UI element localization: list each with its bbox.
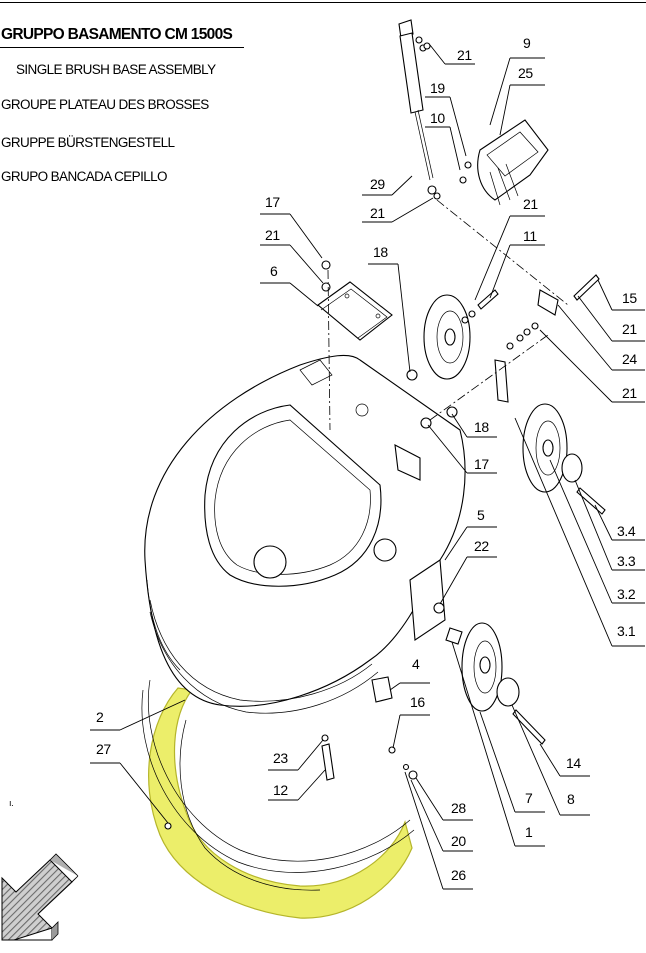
callout-label: 9	[523, 35, 531, 51]
callout-label: 4	[412, 656, 420, 672]
page-title: GRUPPO BASAMENTO CM 1500S	[1, 26, 233, 43]
callout-label: 17	[474, 456, 489, 472]
subtitle-english: SINGLE BRUSH BASE ASSEMBLY	[16, 62, 216, 77]
callout-label: 1	[525, 824, 533, 840]
callout-label: 2	[96, 709, 104, 725]
callout-label: 6	[270, 263, 278, 279]
callout-label: 8	[567, 791, 575, 807]
callout-label: 21	[265, 227, 280, 243]
plate	[317, 281, 393, 341]
callout-labels: 21 9 25 19 10 29 21 17 21 6 21 11 18 15 …	[96, 35, 638, 883]
margin-mark: ı.	[9, 798, 13, 808]
callout-label: 10	[430, 110, 445, 126]
callout-label: 5	[477, 507, 485, 523]
upper-wheel	[423, 289, 559, 380]
callout-label: 22	[474, 538, 489, 554]
callout-label: 18	[373, 244, 388, 260]
callout-label: 15	[622, 290, 637, 306]
callout-label: 3.2	[617, 586, 636, 602]
bolt-12	[321, 743, 335, 781]
callout-label: 19	[430, 80, 445, 96]
top-bracket	[464, 119, 549, 206]
mid-wheel	[494, 359, 606, 515]
subtitle-spanish: GRUPO BANCADA CEPILLO	[1, 169, 168, 184]
callout-label: 12	[273, 782, 288, 798]
callout-label: 17	[265, 194, 280, 210]
callout-label: 24	[622, 351, 637, 367]
callout-label: 7	[525, 790, 533, 806]
bumper-highlight	[148, 687, 413, 919]
base-chassis	[144, 354, 466, 714]
callout-label: 21	[370, 205, 385, 221]
direction-arrow-icon	[1, 853, 79, 941]
callout-label: 29	[370, 176, 385, 192]
skirt-ring	[148, 679, 411, 862]
title-underline	[0, 47, 244, 48]
callout-label: 11	[523, 228, 537, 244]
callout-label: 3.3	[617, 553, 636, 569]
callout-label: 25	[518, 65, 533, 81]
callout-label: 21	[622, 321, 637, 337]
lower-wheel	[445, 622, 546, 745]
callout-label: 14	[566, 755, 581, 771]
subtitle-german: GRUPPE BÜRSTENGESTELL	[1, 135, 175, 150]
callout-label: 3.1	[617, 623, 636, 639]
callout-label: 27	[96, 741, 111, 757]
bumper-edge	[179, 719, 321, 891]
callout-label: 16	[410, 694, 425, 710]
callout-label: 21	[523, 196, 538, 212]
callout-label: 21	[622, 385, 637, 401]
callout-label: 26	[451, 867, 466, 883]
callout-label: 18	[474, 419, 489, 435]
block-4	[371, 676, 393, 703]
callout-label: 28	[451, 800, 466, 816]
gas-spring	[398, 19, 437, 195]
callout-label: 20	[451, 833, 466, 849]
subtitle-french: GROUPE PLATEAU DES BROSSES	[1, 97, 209, 112]
callout-label: 21	[457, 47, 472, 63]
top-border	[0, 2, 646, 3]
callout-label: 23	[273, 750, 288, 766]
callout-label: 3.4	[617, 523, 636, 539]
leader-lines	[90, 44, 645, 890]
